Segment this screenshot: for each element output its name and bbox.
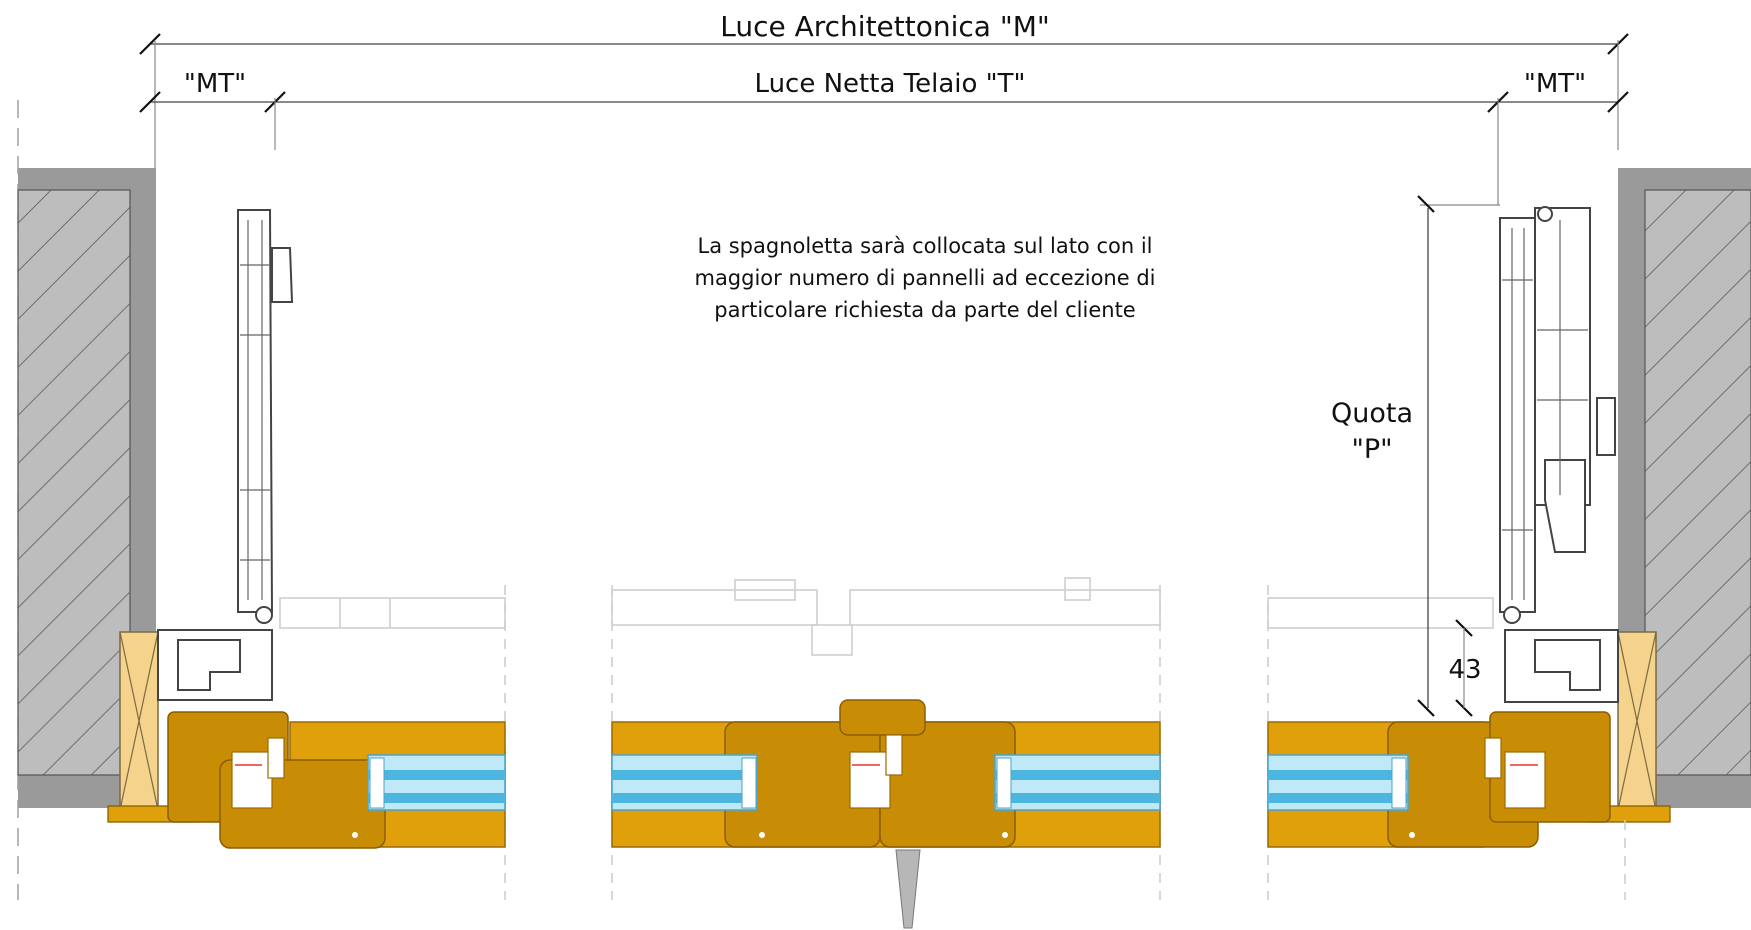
dimension-quota-p: Quota "P" 43 [1331, 195, 1500, 717]
note-line-2: maggior numero di pannelli ad eccezione … [694, 266, 1155, 290]
mt-left-label: "MT" [184, 69, 246, 99]
dimension-net-frame: "MT" Luce Netta Telaio "T" "MT" [139, 69, 1629, 205]
note-text: La spagnoletta sarà collocata sul lato c… [694, 234, 1155, 322]
quota-label-line2: "P" [1351, 434, 1392, 465]
dimension-value-43: 43 [1448, 655, 1481, 685]
sash-right [1267, 711, 1611, 848]
wall-right [1589, 168, 1751, 823]
wall-left [17, 168, 199, 823]
shutter-left-open [157, 209, 294, 701]
note-line-3: particolare richiesta da parte del clien… [714, 298, 1135, 322]
note-line-1: La spagnoletta sarà collocata sul lato c… [698, 234, 1153, 258]
ghost-profiles [279, 577, 1626, 900]
shutter-right-open [1499, 206, 1619, 703]
overall-dimension-label: Luce Architettonica "M" [720, 10, 1050, 43]
sash-middle [611, 699, 1161, 929]
quota-label-line1: Quota [1331, 398, 1413, 429]
dimension-overall: Luce Architettonica "M" [139, 10, 1629, 170]
mt-right-label: "MT" [1524, 69, 1586, 99]
net-frame-label: Luce Netta Telaio "T" [755, 69, 1026, 99]
sash-left [167, 711, 506, 849]
